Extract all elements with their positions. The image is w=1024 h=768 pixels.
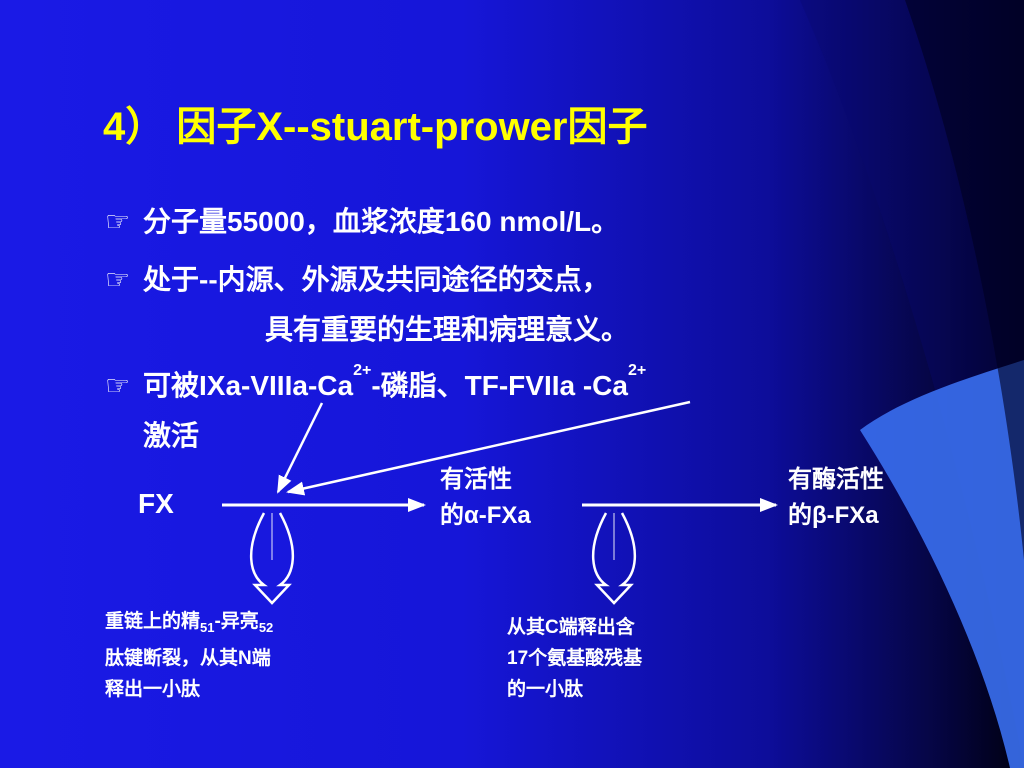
beta-fxa-line2: 的β-FXa bbox=[788, 502, 879, 529]
note-line: 释出一小肽 bbox=[105, 678, 201, 700]
release-arrow-2 bbox=[592, 512, 636, 605]
slide-title: 4） 因子X--stuart-prower因子 bbox=[103, 105, 648, 149]
superscript: 2+ bbox=[353, 362, 372, 379]
bullet-text-part: 可被IXa-VIIIa-Ca bbox=[143, 370, 354, 401]
superscript: 2+ bbox=[627, 362, 647, 379]
cleavage-note-2: 从其C端释出含 17个氨基酸残基 的一小肽 bbox=[507, 612, 642, 705]
note-text: 重链上的精 bbox=[105, 611, 201, 632]
fx-label: FX bbox=[138, 488, 174, 519]
pointing-hand-icon: ☞ bbox=[105, 264, 131, 295]
subscript: 51 bbox=[200, 619, 215, 635]
bullet-text: 分子量55000，血浆浓度160 nmol/L。 bbox=[143, 206, 620, 237]
activator-arrow-extrinsic bbox=[286, 400, 691, 496]
note-line: 17个氨基酸残基 bbox=[507, 648, 643, 669]
note-line: 重链上的精51-异亮52 bbox=[105, 606, 273, 643]
release-arrow-1 bbox=[250, 512, 294, 605]
alpha-fxa-label: 有活性 的α-FXa bbox=[440, 462, 531, 534]
activator-arrow-intrinsic bbox=[276, 402, 324, 494]
note-text: -异亮 bbox=[214, 611, 259, 632]
bullet-item-3-continuation: 激活 bbox=[143, 420, 200, 451]
alpha-fxa-line1: 有活性 bbox=[440, 466, 512, 493]
bullet-item-3: ☞可被IXa-VIIIa-Ca2+-磷脂、TF-FVIIa -Ca2+ bbox=[105, 362, 647, 404]
pointing-hand-icon: ☞ bbox=[105, 370, 131, 401]
beta-fxa-line1: 有酶活性 bbox=[788, 466, 884, 493]
note-line: 从其C端释出含 bbox=[507, 617, 635, 638]
pointing-hand-icon: ☞ bbox=[105, 206, 131, 237]
bullet-text-part: -磷脂、TF-FVIIa -Ca bbox=[371, 370, 628, 401]
subscript: 52 bbox=[258, 619, 274, 635]
note-line: 的一小肽 bbox=[507, 679, 584, 700]
cleavage-note-1: 重链上的精51-异亮52 肽键断裂，从其N端 释出一小肽 bbox=[105, 606, 273, 705]
bullet-item-2: ☞ 处于--内源、外源及共同途径的交点， bbox=[105, 258, 610, 298]
beta-fxa-label: 有酶活性 的β-FXa bbox=[788, 462, 884, 534]
bullet-item-2-continuation: 具有重要的生理和病理意义。 bbox=[265, 314, 630, 345]
bullet-item-1: ☞ 分子量55000，血浆浓度160 nmol/L。 bbox=[105, 200, 619, 240]
note-line: 肽键断裂，从其N端 bbox=[105, 647, 271, 669]
alpha-fxa-line2: 的α-FXa bbox=[440, 502, 531, 529]
bullet-text: 处于--内源、外源及共同途径的交点， bbox=[143, 264, 610, 295]
